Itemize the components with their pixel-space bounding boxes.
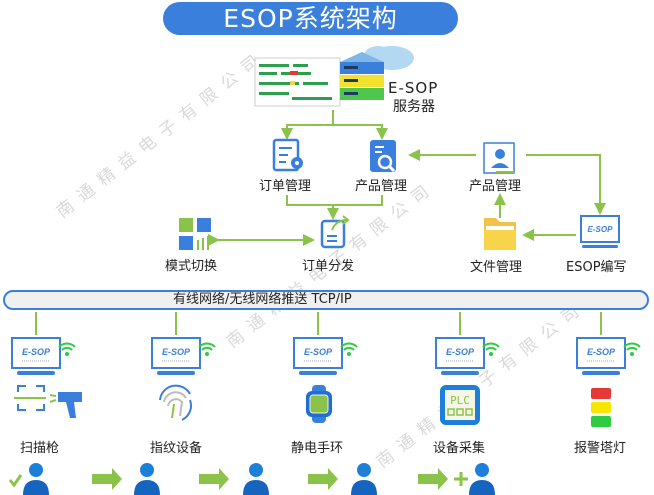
mode-switch-label: 模式切换	[165, 259, 218, 274]
device-label: 扫描枪	[20, 441, 60, 456]
andon-light-icon	[591, 388, 611, 427]
wifi-icon	[340, 342, 358, 356]
wifi-icon	[58, 342, 76, 356]
arrow-right-icon	[418, 468, 448, 490]
product-management-icon	[370, 140, 396, 173]
user-profile-icon	[483, 142, 515, 174]
wifi-icon	[623, 342, 641, 356]
svg-text:E-SOP: E-SOP	[446, 347, 475, 357]
esop-editor-icon: E-SOP	[580, 215, 620, 248]
fingerprint-icon	[159, 384, 193, 421]
device-label: 设备采集	[433, 441, 486, 456]
server-label: 服务器	[393, 99, 435, 115]
order-management-icon	[272, 138, 303, 172]
arrow-right-icon	[92, 468, 122, 490]
user-icon	[351, 463, 377, 495]
arrow-right-icon	[199, 468, 229, 490]
order-dispatch-icon	[320, 215, 350, 249]
svg-text:E-SOP: E-SOP	[588, 225, 614, 234]
wifi-icon	[482, 342, 500, 356]
device-label: 静电手环	[291, 441, 344, 456]
svg-text:E-SOP: E-SOP	[304, 347, 333, 357]
terminal-monitor-icon: E-SOP	[11, 337, 61, 375]
plc-icon: PLC	[440, 385, 480, 425]
server-stack-icon	[340, 46, 414, 100]
user-add-icon	[454, 463, 495, 495]
server-link	[333, 124, 388, 140]
svg-text:PLC: PLC	[450, 394, 470, 407]
user-check-icon	[8, 463, 49, 495]
network-bar: 有线网络/无线网络推送 TCP/IP	[3, 290, 649, 310]
esop-editor-label: ESOP编写	[566, 260, 627, 275]
terminal-monitor-icon: E-SOP	[435, 337, 485, 375]
terminal-monitor-icon: E-SOP	[151, 337, 201, 375]
folder-icon	[484, 218, 516, 250]
mode-switch-icon	[179, 218, 211, 250]
svg-text:E-SOP: E-SOP	[587, 347, 616, 357]
terminal-monitor-icon: E-SOP	[293, 337, 343, 375]
dashboard-screen-icon	[254, 57, 341, 107]
file-management-label: 文件管理	[470, 260, 523, 275]
product-management-right-label: 产品管理	[469, 179, 522, 194]
order-management-label: 订单管理	[259, 179, 312, 194]
device-label: 报警塔灯	[574, 441, 627, 456]
product-management-label: 产品管理	[355, 179, 408, 194]
svg-text:E-SOP: E-SOP	[162, 347, 191, 357]
wristband-icon	[306, 385, 332, 423]
wifi-icon	[198, 342, 216, 356]
user-icon	[134, 463, 160, 495]
order-dispatch-label: 订单分发	[302, 259, 355, 274]
device-label: 指纹设备	[150, 441, 203, 456]
user-icon	[243, 463, 269, 495]
to-editor-link	[526, 154, 606, 215]
barcode-scanner-icon	[14, 385, 82, 418]
svg-text:E-SOP: E-SOP	[22, 347, 51, 357]
page-title: ESOP系统架构	[163, 2, 458, 35]
server-label: E-SOP	[388, 79, 439, 97]
network-label: 有线网络/无线网络推送 TCP/IP	[173, 292, 352, 307]
terminal-monitor-icon: E-SOP	[576, 337, 626, 375]
merge-link	[286, 195, 383, 206]
server-link	[281, 110, 334, 140]
arrow-right-icon	[308, 468, 338, 490]
